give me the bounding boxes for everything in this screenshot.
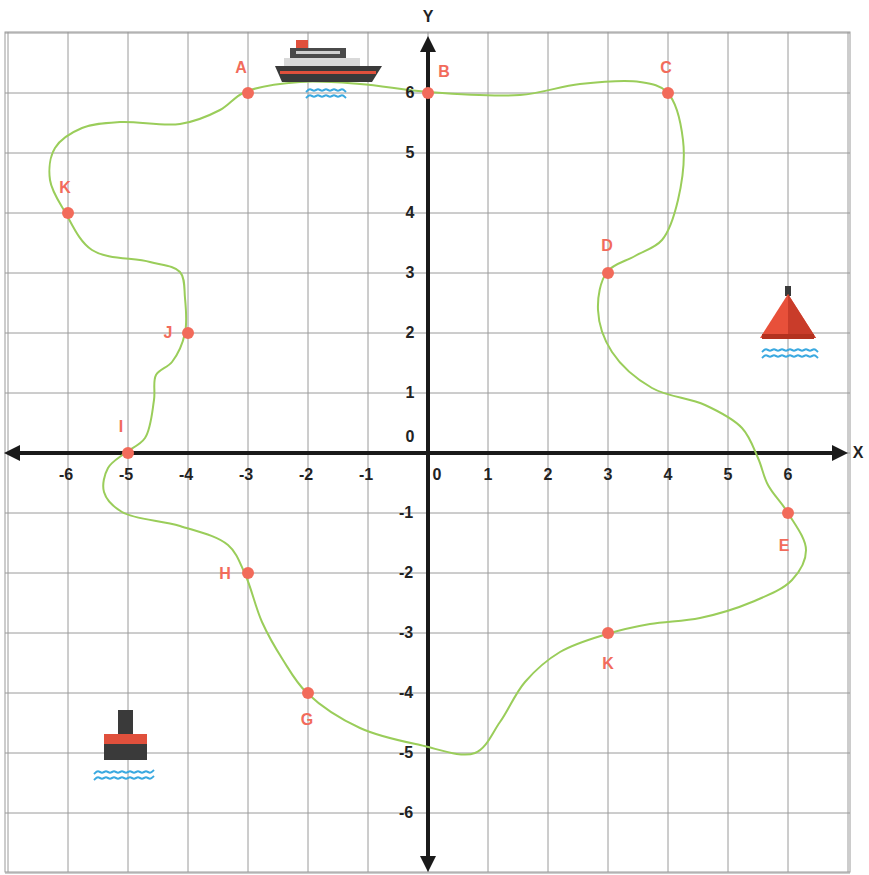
tick-label: -2 [299, 467, 313, 483]
tick-label: 3 [406, 265, 415, 281]
route-point [602, 267, 614, 279]
axis-label: X [853, 445, 864, 461]
route-point [662, 87, 674, 99]
water-wave [306, 95, 346, 98]
point-label: D [601, 238, 613, 254]
tick-label: 2 [544, 467, 553, 483]
y-axis [426, 46, 430, 862]
dark-buoy-icon [104, 710, 147, 760]
grid-line [5, 873, 850, 874]
tick-label: -5 [119, 467, 133, 483]
tick-label: 0 [406, 429, 415, 445]
tick-label: 3 [604, 467, 613, 483]
tick-label: -3 [239, 467, 253, 483]
tick-label: 1 [484, 467, 493, 483]
route-point [302, 687, 314, 699]
tick-label: 2 [406, 325, 415, 341]
tick-label: 4 [664, 467, 673, 483]
route-curve [49, 81, 806, 755]
point-label: K [602, 656, 614, 672]
tick-label: -2 [399, 565, 413, 581]
point-label: G [301, 712, 313, 728]
grid-line [5, 33, 850, 34]
water-wave [306, 89, 346, 92]
point-label: K [59, 180, 71, 196]
route-point [122, 447, 134, 459]
water-wave [762, 349, 818, 352]
point-label: H [219, 566, 231, 582]
grid-line [848, 32, 849, 872]
tick-label: 0 [433, 467, 442, 483]
tick-label: -4 [179, 467, 193, 483]
route-point [62, 207, 74, 219]
axis-arrowhead [4, 445, 20, 461]
tick-label: 6 [784, 467, 793, 483]
axis-arrowhead [420, 856, 436, 872]
grid [5, 32, 850, 873]
grid-border [5, 32, 850, 872]
tick-label: 1 [406, 385, 415, 401]
water-wave [762, 355, 818, 358]
route-point [182, 327, 194, 339]
route-point [602, 627, 614, 639]
axis-arrowhead [420, 36, 436, 52]
point-label: J [164, 325, 173, 341]
axes [4, 36, 848, 872]
tick-label: -1 [359, 467, 373, 483]
tick-label: 5 [406, 145, 415, 161]
axis-label: Y [423, 9, 434, 25]
red-buoy-icon [760, 286, 816, 339]
ship-icon [275, 40, 382, 82]
route-point [782, 507, 794, 519]
point-label: E [779, 538, 790, 554]
tick-label: -6 [59, 467, 73, 483]
axis-arrowhead [832, 445, 848, 461]
tick-label: -4 [399, 685, 413, 701]
route-point [422, 87, 434, 99]
water-wave [94, 770, 154, 774]
tick-label: -5 [399, 745, 413, 761]
tick-label: 4 [406, 205, 415, 221]
tick-label: -6 [399, 805, 413, 821]
water-wave [94, 776, 154, 780]
route-point [242, 87, 254, 99]
point-label: B [438, 64, 450, 80]
point-label: C [660, 60, 672, 76]
tick-label: -3 [399, 625, 413, 641]
route-point [242, 567, 254, 579]
point-label: I [119, 419, 123, 435]
tick-label: -1 [399, 505, 413, 521]
tick-label: 5 [724, 467, 733, 483]
tick-label: 6 [406, 85, 415, 101]
point-label: A [235, 60, 247, 76]
